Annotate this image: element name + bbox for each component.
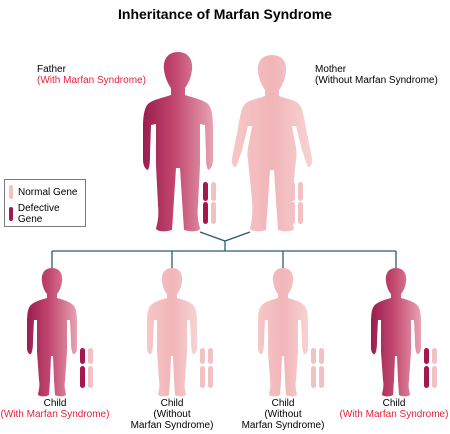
father-name: Father: [37, 64, 66, 75]
normal-gene-chromatid: [311, 366, 316, 388]
child-body: [147, 268, 197, 397]
defective-gene-chromatid: [80, 366, 85, 388]
normal-gene-chromatid: [200, 366, 205, 388]
mother-chromosomes: [290, 182, 303, 224]
father-label: Father (With Marfan Syndrome): [37, 64, 146, 86]
normal-gene-chromatid: [208, 366, 213, 388]
defective-gene-chromatid: [424, 366, 429, 388]
child-label-3: Child (Without Marfan Syndrome): [228, 398, 338, 431]
defective-gene-chromatid: [424, 348, 429, 364]
legend-defective: Defective Gene: [9, 203, 85, 225]
normal-gene-chromatid: [208, 348, 213, 364]
child-status-line1: (Without: [153, 409, 191, 420]
defective-gene-chromatid: [203, 202, 208, 224]
normal-gene-chromatid: [298, 202, 303, 224]
child-name: Child: [43, 398, 67, 409]
child-status: (With Marfan Syndrome): [339, 409, 449, 420]
child-label-1: Child (With Marfan Syndrome): [0, 398, 110, 420]
child-figure-4: [371, 268, 437, 397]
child-name: Child: [382, 398, 406, 409]
defective-gene-chromatid: [203, 182, 208, 201]
child-status-line2: Marfan Syndrome): [241, 420, 325, 431]
mother-status: (Without Marfan Syndrome): [315, 75, 438, 86]
defective-gene-swatch: [9, 207, 13, 221]
mother-name: Mother: [315, 64, 347, 75]
diagram-title: Inheritance of Marfan Syndrome: [118, 6, 332, 22]
family-tree-lines: [51, 231, 397, 268]
child-body: [258, 268, 308, 397]
normal-gene-swatch: [9, 185, 13, 199]
child-label-2: Child (Without Marfan Syndrome): [117, 398, 227, 431]
child-body: [27, 268, 77, 397]
normal-gene-chromatid: [319, 348, 324, 364]
gene-legend: Normal Gene Defective Gene: [4, 179, 86, 227]
child-figure-3: [258, 268, 324, 397]
normal-gene-chromatid: [290, 182, 295, 201]
child-name: Child: [271, 398, 295, 409]
normal-gene-chromatid: [319, 366, 324, 388]
children-figures: [27, 268, 437, 397]
legend-defective-label: Defective Gene: [17, 203, 60, 225]
normal-gene-chromatid: [88, 366, 93, 388]
defective-gene-chromatid: [80, 348, 85, 364]
child-figure-1: [27, 268, 93, 397]
normal-gene-chromatid: [88, 348, 93, 364]
child-status: (With Marfan Syndrome): [0, 409, 110, 420]
normal-gene-chromatid: [432, 348, 437, 364]
mother-label: Mother (Without Marfan Syndrome): [315, 64, 438, 86]
father-chromosomes: [203, 182, 216, 224]
normal-gene-chromatid: [432, 366, 437, 388]
child-status-line2: Marfan Syndrome): [130, 420, 214, 431]
child-name: Child: [160, 398, 184, 409]
father-figure: [143, 52, 213, 232]
child-body: [371, 268, 421, 397]
father-status: (With Marfan Syndrome): [37, 75, 146, 86]
normal-gene-chromatid: [311, 348, 316, 364]
normal-gene-chromatid: [200, 348, 205, 364]
normal-gene-chromatid: [211, 202, 216, 224]
normal-gene-chromatid: [290, 202, 295, 224]
child-label-4: Child (With Marfan Syndrome): [339, 398, 449, 420]
normal-gene-chromatid: [298, 182, 303, 201]
normal-gene-chromatid: [211, 182, 216, 201]
legend-normal: Normal Gene: [9, 184, 77, 200]
child-figure-2: [147, 268, 213, 397]
child-status-line1: (Without: [264, 409, 302, 420]
legend-normal-label: Normal Gene: [18, 186, 78, 198]
